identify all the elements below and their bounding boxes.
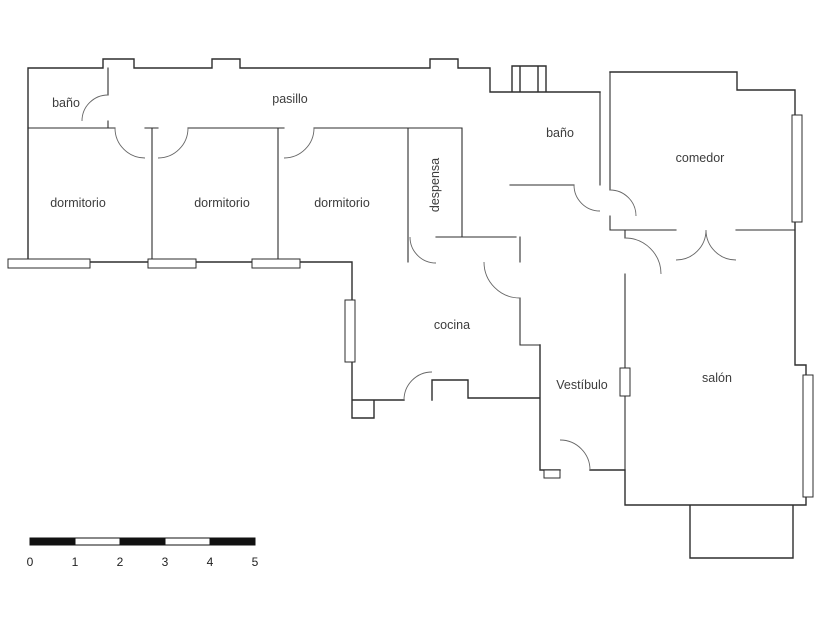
- room-label-cocina: cocina: [434, 318, 470, 332]
- scale-outline: [29, 537, 256, 546]
- room-label-vestibulo: Vestíbulo: [556, 378, 607, 392]
- walls: [27, 58, 807, 559]
- room-label-dormitorio-1: dormitorio: [50, 196, 106, 210]
- exterior-walls: [27, 58, 807, 559]
- room-label-despensa: despensa: [428, 158, 442, 212]
- room-label-dormitorio-2: dormitorio: [194, 196, 250, 210]
- room-label-pasillo: pasillo: [272, 92, 307, 106]
- room-label-dormitorio-3: dormitorio: [314, 196, 370, 210]
- window-dormitorio-1: [7, 258, 91, 269]
- windows: [7, 114, 814, 498]
- scale-segment-1: [29, 537, 76, 546]
- interior-walls: [27, 67, 796, 471]
- room-label-salon: salón: [702, 371, 732, 385]
- room-label-bano-right: baño: [546, 126, 574, 140]
- scale-tick-5: 5: [252, 555, 259, 569]
- scale-segment-4: [164, 537, 211, 546]
- scale-tick-3: 3: [162, 555, 169, 569]
- door-arcs: [81, 94, 737, 471]
- room-label-bano-top: baño: [52, 96, 80, 110]
- window-comedor: [791, 114, 803, 223]
- window-salon: [802, 374, 814, 498]
- window-dormitorio-2: [147, 258, 197, 269]
- scale-tick-1: 1: [72, 555, 79, 569]
- room-labels: baño pasillo dormitorio dormitorio dormi…: [50, 92, 732, 392]
- scale-tick-2: 2: [117, 555, 124, 569]
- scale-segment-5: [209, 537, 256, 546]
- window-cocina: [344, 299, 356, 363]
- doors: [81, 94, 737, 471]
- wall-pier-vestibulo: [543, 469, 561, 479]
- wall-pier-salon: [619, 367, 631, 397]
- room-label-comedor: comedor: [676, 151, 725, 165]
- window-dormitorio-3: [251, 258, 301, 269]
- scale-segment-3: [119, 537, 166, 546]
- scale-segment-2: [74, 537, 121, 546]
- scale-bar: 0 1 2 3 4 5: [27, 537, 259, 569]
- scale-tick-0: 0: [27, 555, 34, 569]
- scale-tick-4: 4: [207, 555, 214, 569]
